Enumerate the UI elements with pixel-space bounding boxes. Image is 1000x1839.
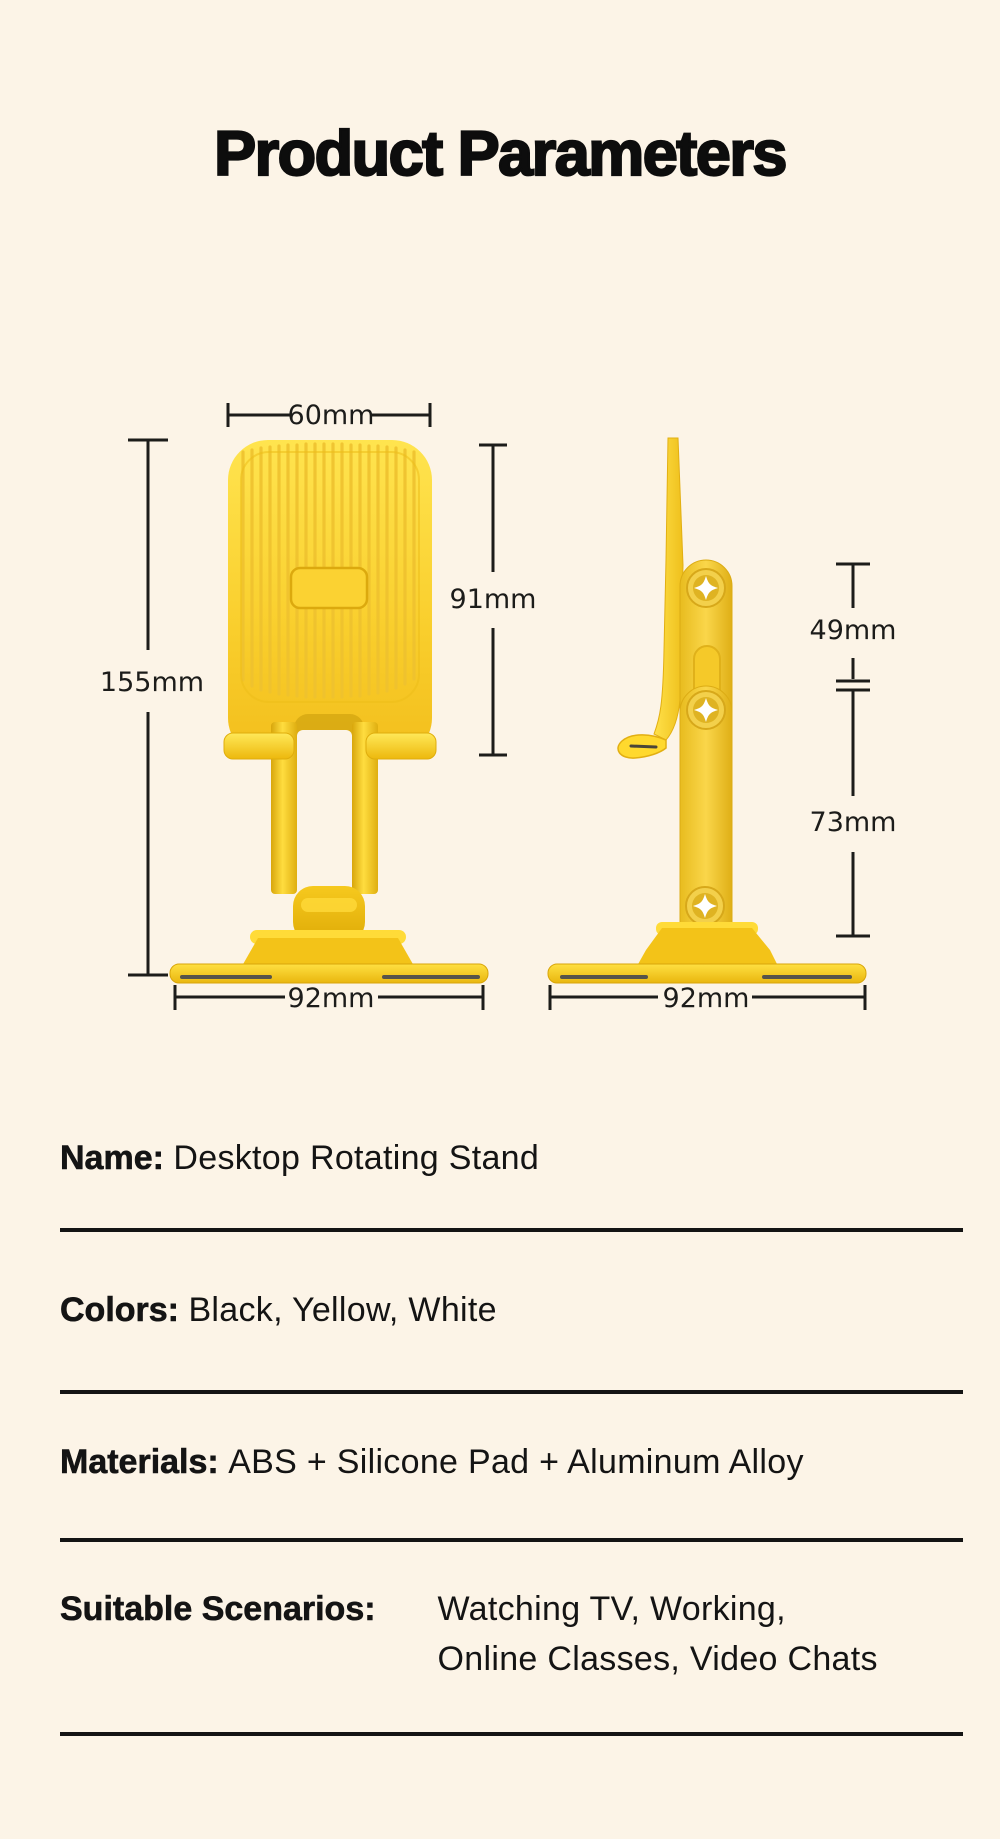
side-pedestal [637,928,778,966]
front-left-hook [223,732,295,760]
dimension-label-side-base-width: 92mm [663,983,750,1014]
front-base-plate [169,963,489,984]
front-pedestal [242,938,414,966]
spec-value-scenarios-line2: Online Classes, Video Chats [437,1640,878,1678]
spec-row-name: Name: Desktop Rotating Stand [60,1098,963,1232]
dimension-diagram: 60mm 155mm 91mm [100,400,897,1014]
front-arm-right-bar [352,722,378,894]
dimension-label-front-holder-height: 91mm [450,584,537,615]
side-screw-bottom [685,886,725,926]
spec-value-name: Desktop Rotating Stand [173,1139,540,1177]
side-hook-slot [629,744,658,749]
dimension-label-front-base-width: 92mm [288,983,375,1014]
spec-value-materials: ABS + Silicone Pad + Aluminum Alloy [228,1443,804,1481]
spec-value-scenarios: Watching TV, Working, Online Classes, Vi… [438,1584,878,1684]
dimension-label-front-total-height: 155mm [100,667,204,698]
spec-label-materials: Materials: [60,1443,219,1482]
side-screw-top [686,568,726,608]
front-panel-outline [240,451,420,703]
side-view-diagram: 49mm 73mm 92mm [547,437,897,1014]
front-center-plate [289,566,369,610]
front-hinge-highlight [301,898,357,912]
side-holder-plate [653,437,684,741]
front-arm-opening [297,730,352,892]
front-arm-left-bar [271,722,297,894]
dimension-label-side-upper-height: 49mm [810,615,897,646]
side-base-width-dimension: 92mm [548,983,867,1014]
page-title: Product Parameters [213,118,788,190]
spec-list: Name: Desktop Rotating Stand Colors: Bla… [60,1098,963,1736]
spec-label-colors: Colors: [60,1291,180,1330]
side-base-plate [547,963,867,984]
front-view-diagram: 60mm 155mm 91mm [100,400,537,1014]
front-total-height-dimension: 155mm [100,438,204,977]
spec-row-materials: Materials: ABS + Silicone Pad + Aluminum… [60,1394,963,1542]
dimension-label-front-width: 60mm [288,400,375,431]
spec-value-scenarios-line1: Watching TV, Working, [437,1590,786,1628]
spec-label-name: Name: [60,1139,165,1178]
dimension-label-side-lower-height: 73mm [810,807,897,838]
front-base-width-dimension: 92mm [173,983,485,1014]
spec-label-scenarios: Suitable Scenarios: [60,1590,376,1629]
spec-value-colors: Black, Yellow, White [188,1291,497,1329]
spec-row-scenarios: Suitable Scenarios: Watching TV, Working… [60,1542,963,1736]
side-upper-height-dimension: 49mm [810,562,897,683]
spec-row-colors: Colors: Black, Yellow, White [60,1232,963,1394]
side-screw-middle [686,690,726,730]
front-width-dimension: 60mm [226,400,432,431]
front-right-hook [365,732,437,760]
front-holder-height-dimension: 91mm [450,443,537,757]
side-lower-height-dimension: 73mm [810,688,897,938]
